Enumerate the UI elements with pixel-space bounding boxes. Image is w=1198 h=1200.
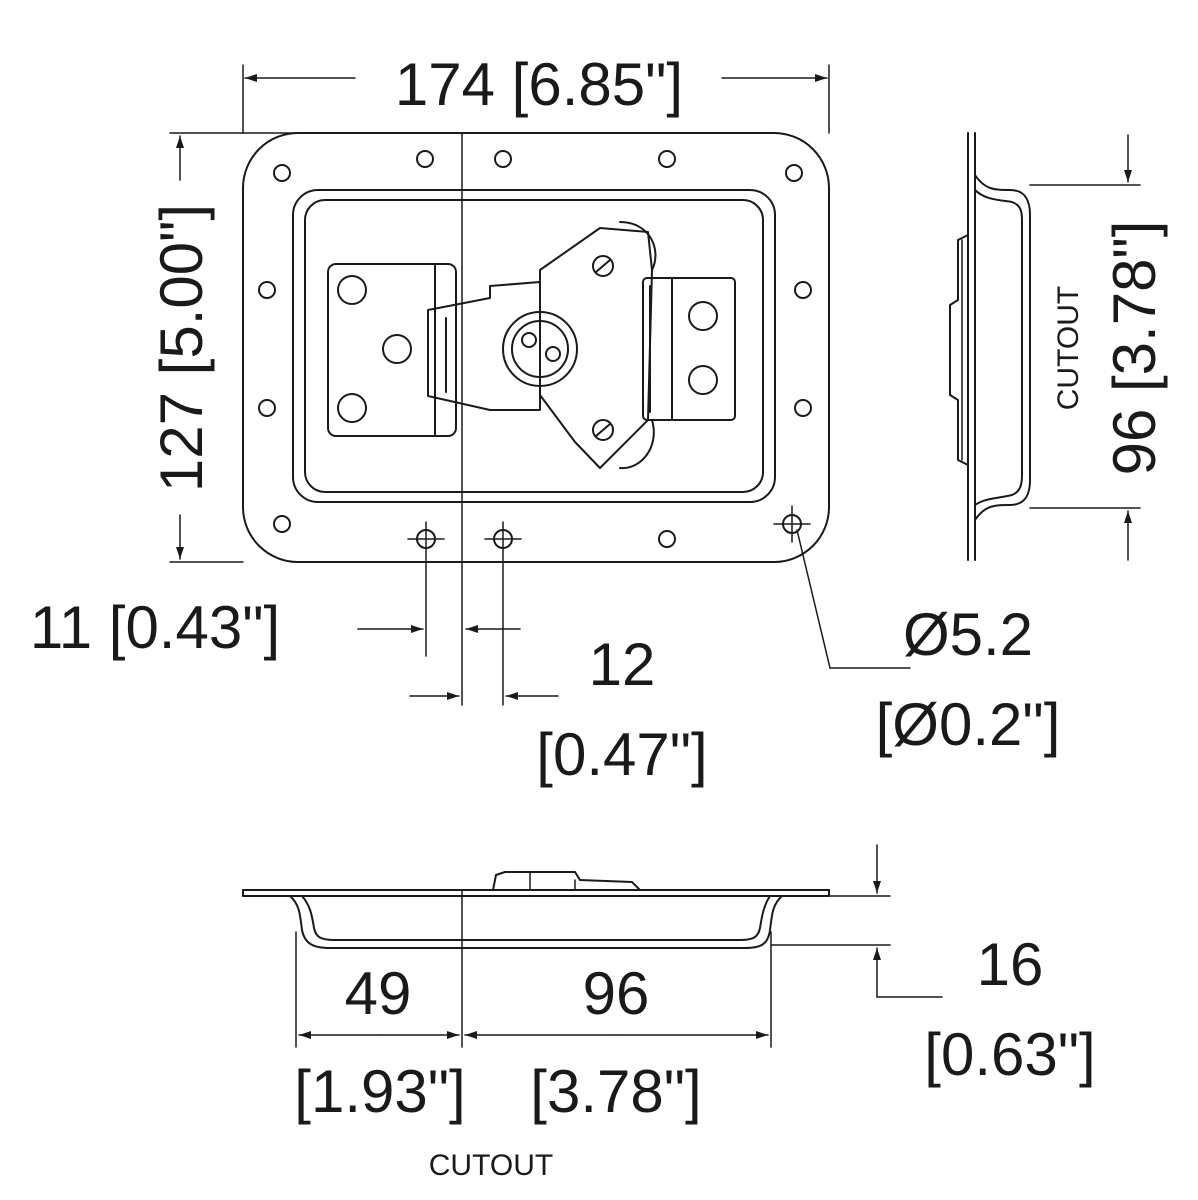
front-view	[169, 64, 830, 706]
height-dimension-label: 127 [5.00"]	[148, 204, 215, 492]
bottom-cutout-label: CUTOUT	[429, 1149, 553, 1182]
hole-offset-left-label: 11 [0.43"]	[30, 594, 280, 661]
hole-diameter-label: Ø5.2	[903, 601, 1033, 668]
side-cutout-label: CUTOUT	[1052, 286, 1085, 410]
hole-offset-right-label: 12	[589, 631, 656, 698]
left-catch-plate	[327, 263, 457, 437]
side-view	[949, 132, 1141, 561]
bottom-right-dimension-label: 96	[583, 960, 650, 1027]
drill-hole-markers	[407, 505, 811, 706]
bottom-view	[242, 871, 891, 1048]
bottom-left-dimension-label: 49	[345, 960, 412, 1027]
mounting-holes	[258, 150, 812, 548]
width-dimension-label: 174 [6.85"]	[395, 51, 683, 118]
depth-dimension-label: 16	[977, 931, 1044, 998]
hole-offset-right-inch-label: [0.47"]	[536, 721, 707, 788]
side-cutout-dimension-label: 96 [3.78"]	[1101, 221, 1168, 476]
hole-diameter-inch-label: [Ø0.2"]	[876, 691, 1061, 758]
bottom-right-inch-label: [3.78"]	[530, 1058, 701, 1125]
latch-mechanism	[427, 221, 736, 470]
depth-dimension-inch-label: [0.63"]	[924, 1021, 1095, 1088]
bottom-left-inch-label: [1.93"]	[294, 1058, 465, 1125]
